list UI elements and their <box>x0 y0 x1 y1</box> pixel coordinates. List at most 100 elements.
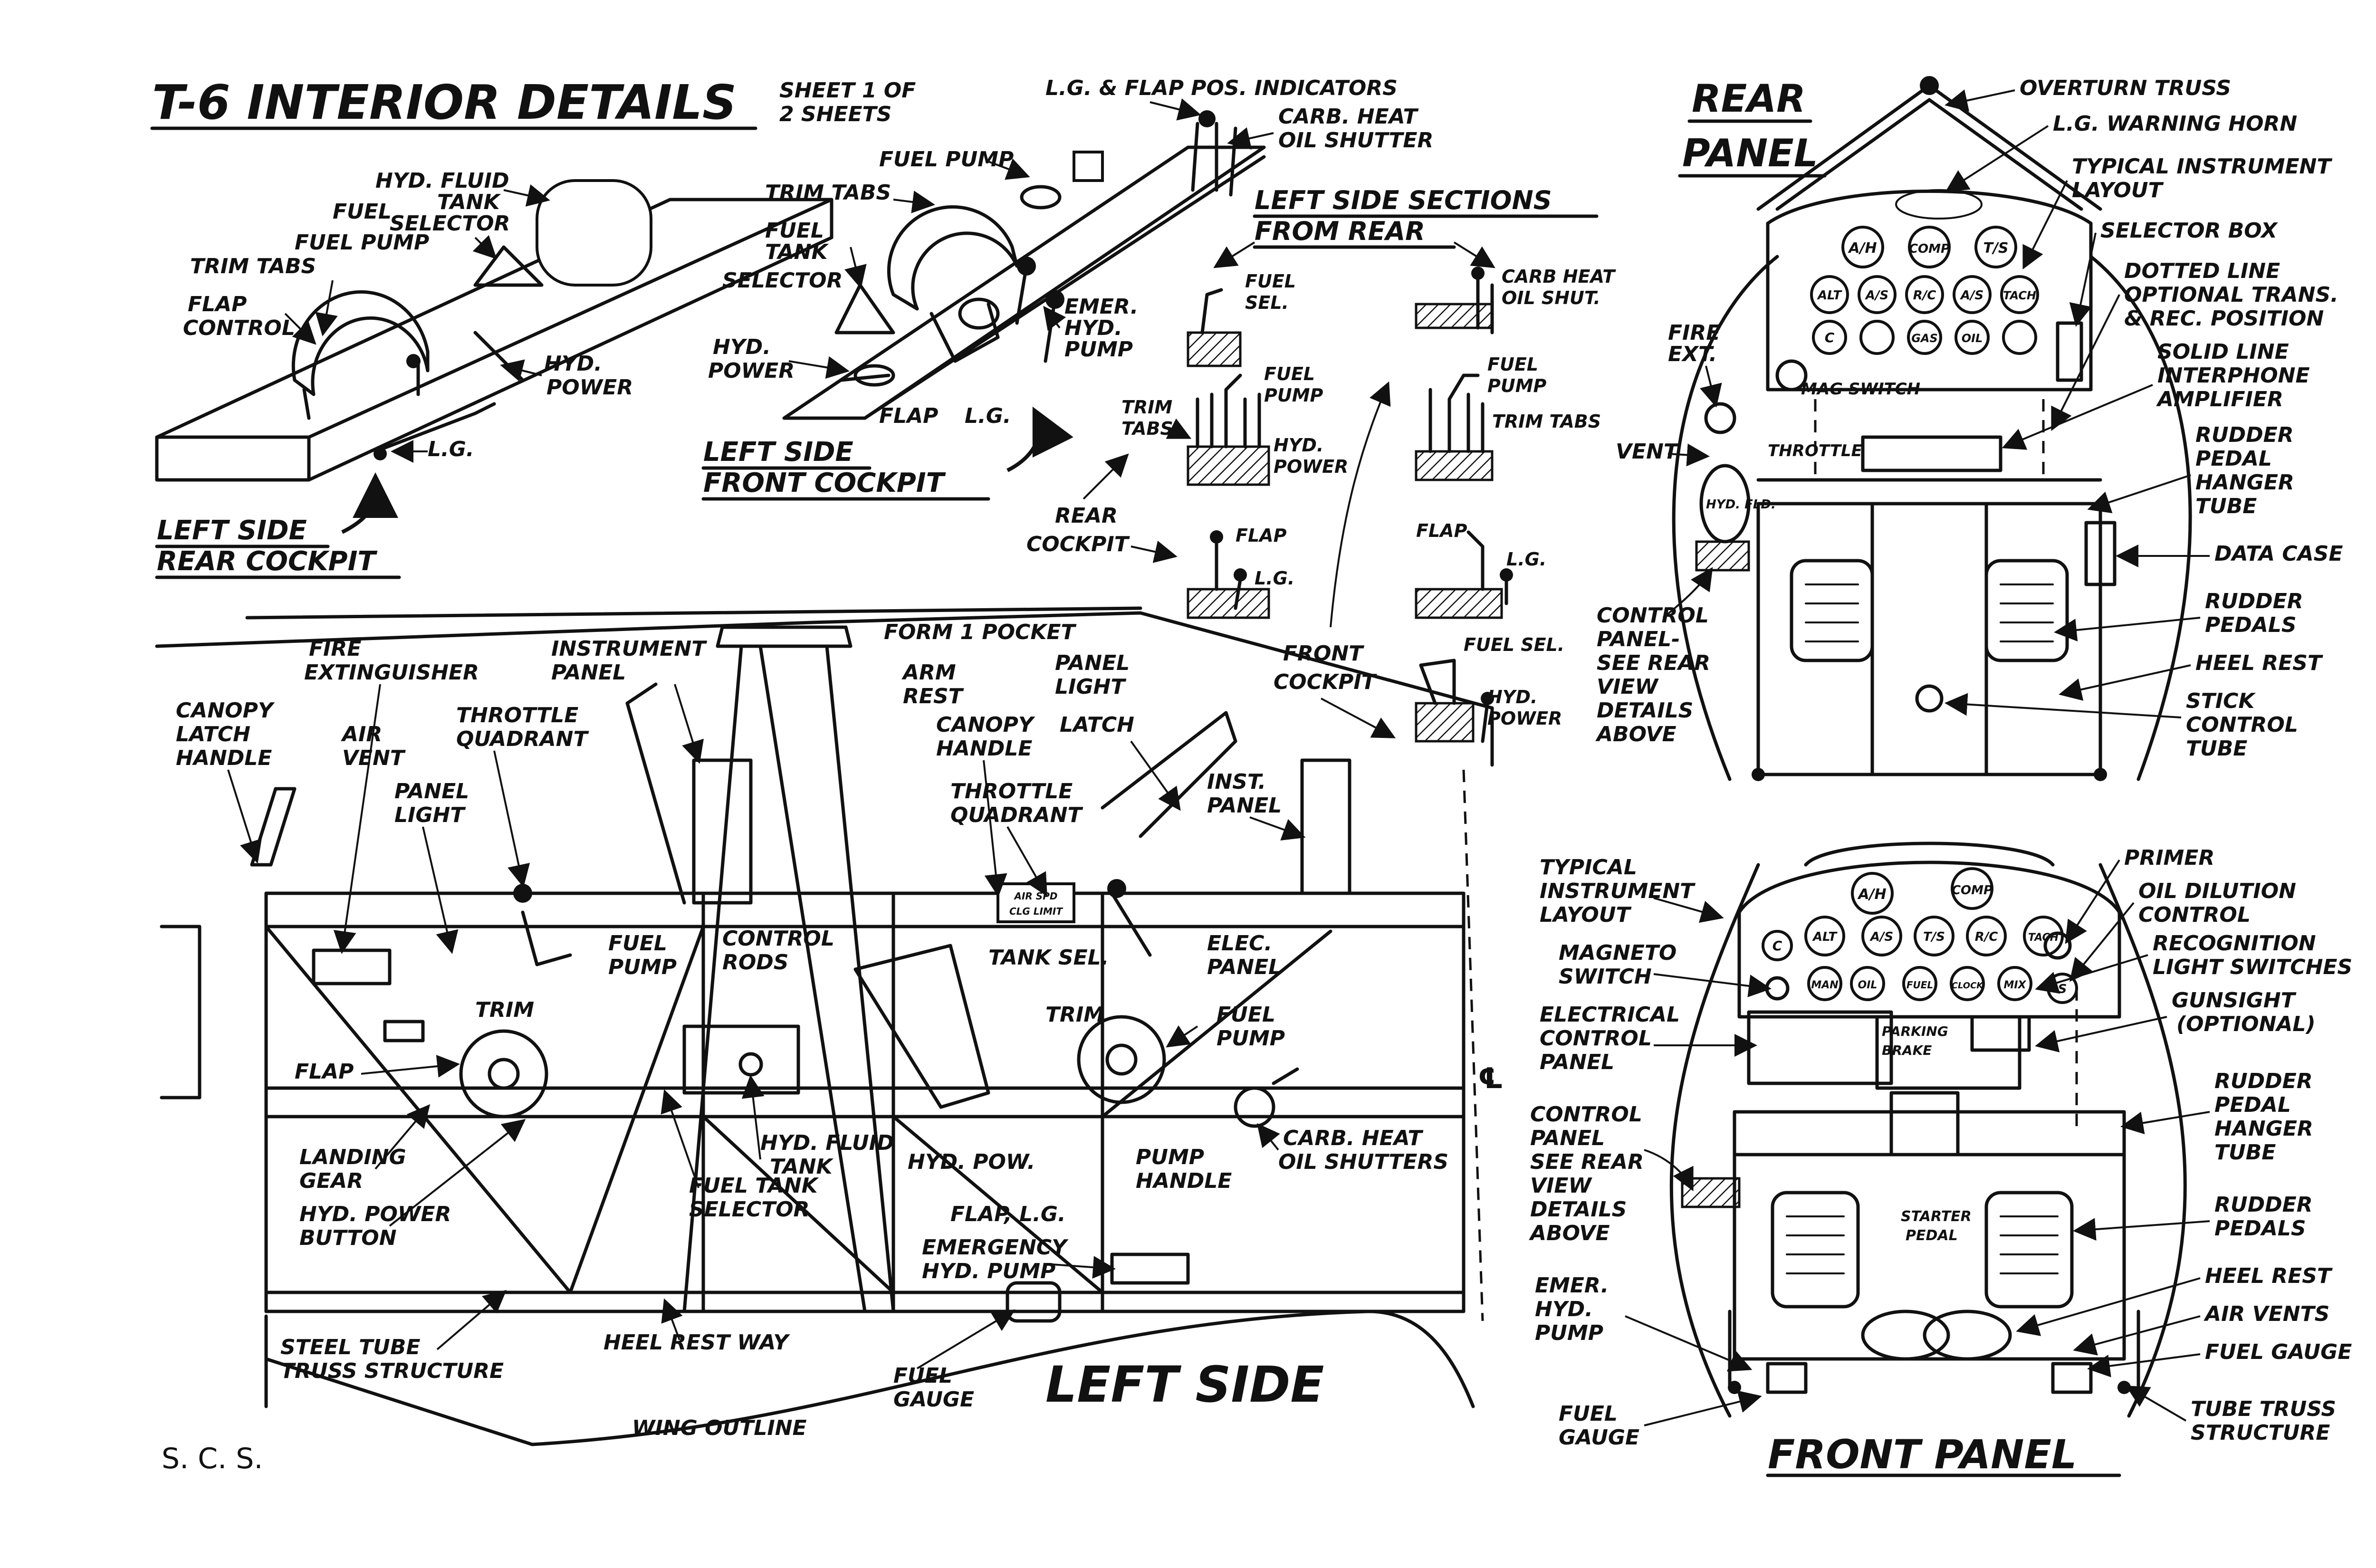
section-front-label: L.G. <box>1506 549 1546 570</box>
front-cockpit-label: PUMP <box>1064 337 1133 362</box>
front-cockpit-caption-line2: COCKPIT <box>1274 670 1377 694</box>
front-cockpit-label: TRIM TABS <box>765 181 891 205</box>
left-side-label: TRUSS STRUCTURE <box>280 1359 504 1383</box>
front-cockpit-label: OIL SHUTTER <box>1278 128 1433 153</box>
front-panel-right-label: TUBE TRUSS <box>2191 1397 2336 1421</box>
left-side-drawing: AIR SPD CLG LIMIT ℄ <box>155 606 1504 1446</box>
left-side-label: AIR <box>341 722 382 746</box>
left-side-label: OIL SHUTTERS <box>1278 1150 1448 1174</box>
left-side-label: CANOPY <box>176 698 275 723</box>
rear-panel-left-label: VENT <box>1616 440 1679 464</box>
rear-panel-heading-line2: PANEL <box>1682 131 1818 175</box>
rear-gauge-label: A/S <box>1865 288 1888 303</box>
front-cockpit-label: CARB. HEAT <box>1278 105 1419 129</box>
front-panel-right-label: GUNSIGHT <box>2172 988 2297 1013</box>
left-side-label: CARB. HEAT <box>1283 1126 1424 1150</box>
front-gauge-label: COMP <box>1952 883 1993 898</box>
rear-cockpit-label: FLAP <box>188 292 247 316</box>
front-panel-left-label: ELECTRICAL <box>1540 1003 1680 1027</box>
rear-panel-left-label: CONTROL <box>1597 603 1709 628</box>
left-side-label: FUEL TANK <box>689 1174 819 1198</box>
front-cockpit-labels: L.G. & FLAP POS. INDICATORS CARB. HEAT O… <box>701 76 1433 501</box>
rear-panel-right-label: RUDDER <box>2195 423 2294 447</box>
left-side-label: INST. <box>1207 770 1266 794</box>
rear-panel-right-label: LAYOUT <box>2072 178 2164 202</box>
front-panel-right-label: LIGHT SWITCHES <box>2153 955 2352 979</box>
left-side-label: TANK SEL. <box>988 946 1109 970</box>
section-rear-label: FUEL <box>1245 271 1296 292</box>
front-panel-right-label: AIR VENTS <box>2204 1302 2329 1326</box>
front-gauge-label: A/H <box>1857 886 1886 903</box>
front-panel-left-label: PUMP <box>1535 1321 1603 1345</box>
left-side-label: FORM 1 POCKET <box>884 620 1076 644</box>
rear-panel-right-label: RUDDER <box>2205 589 2303 613</box>
left-side-labels: FIRE EXTINGUISHER INSTRUMENT PANEL FORM … <box>162 620 1448 1475</box>
section-rear-label: SEL. <box>1245 292 1289 313</box>
front-gauge-label: MIX <box>2003 979 2026 991</box>
front-panel-left-label: CONTROL <box>1530 1102 1642 1127</box>
sections-heading-line1: LEFT SIDE SECTIONS <box>1255 185 1552 215</box>
rear-panel-right-label: & REC. POSITION <box>2124 306 2324 331</box>
front-panel-left-label: TYPICAL <box>1540 855 1637 880</box>
rear-gauge-label: OIL <box>1962 332 1983 345</box>
front-panel-right-label: STRUCTURE <box>2191 1421 2330 1445</box>
left-side-label: VENT <box>342 746 406 770</box>
rear-panel-right-label: CONTROL <box>2186 713 2298 737</box>
front-panel-right-label: RUDDER <box>2214 1069 2313 1093</box>
front-cockpit-label: HYD. <box>713 335 771 359</box>
front-panel-left-label: PANEL <box>1530 1126 1605 1150</box>
front-panel-gauges: A/H COMP C ALT A/S T/S R/C TACH MAN OIL … <box>1762 867 2078 1004</box>
rear-gauge-label: GAS <box>1911 332 1938 345</box>
front-panel-right-label: CONTROL <box>2138 903 2251 927</box>
front-cockpit-iso-drawing <box>782 110 1266 420</box>
section-front-label: HYD. <box>1487 687 1537 708</box>
rear-panel-inner-label: HYD. FLD. <box>1706 497 1776 512</box>
left-side-label: WING OUTLINE <box>632 1416 807 1440</box>
front-panel-left-label: ABOVE <box>1529 1221 1610 1245</box>
left-side-label: PANEL <box>551 660 626 685</box>
left-side-label: HYD. POW. <box>908 1150 1035 1174</box>
rear-cockpit-label: CONTROL <box>183 316 295 340</box>
left-side-label: EXTINGUISHER <box>304 660 479 685</box>
rear-panel-right-label: DATA CASE <box>2214 542 2343 566</box>
front-gauge-label: FUEL <box>1907 979 1933 991</box>
front-panel-right-label: (OPTIONAL) <box>2176 1012 2316 1036</box>
front-panel-inner-label: STARTER <box>1901 1208 1972 1225</box>
front-cockpit-label: L.G. <box>965 404 1011 428</box>
left-side-label: FUEL <box>1217 1003 1275 1027</box>
front-panel-right-label: OIL DILUTION <box>2138 879 2296 903</box>
left-side-label: HYD. FLUID <box>760 1131 894 1155</box>
section-rear-label: FUEL <box>1264 363 1315 384</box>
left-side-label: FLAP <box>295 1060 354 1084</box>
left-side-label: HEEL REST WAY <box>604 1330 790 1355</box>
section-front-label: OIL SHUT. <box>1502 287 1600 308</box>
section-rear-label: PUMP <box>1264 385 1323 406</box>
rear-panel-right-label: L.G. WARNING HORN <box>2053 112 2297 136</box>
rear-panel-right-label: OPTIONAL TRANS. <box>2124 283 2338 307</box>
rear-cockpit-labels: HYD. FLUID TANK FUEL SELECTOR FUEL PUMP … <box>155 169 633 579</box>
left-side-label: RODS <box>722 950 789 975</box>
front-cockpit-heading-line2: FRONT COCKPIT <box>703 468 946 498</box>
rear-cockpit-label: FUEL <box>333 200 392 224</box>
rear-panel-right-label: STICK <box>2186 689 2256 713</box>
rear-panel-right-label: SOLID LINE <box>2157 340 2289 364</box>
front-panel-right-label: TUBE <box>2214 1140 2276 1165</box>
left-side-label: BUTTON <box>299 1226 397 1250</box>
front-cockpit-label: FLAP <box>879 404 938 428</box>
rear-cockpit-label: POWER <box>546 375 633 400</box>
front-cockpit-label: FUEL <box>765 219 824 243</box>
rear-panel-right-label: HANGER <box>2195 470 2294 495</box>
section-front-label: PUMP <box>1487 375 1547 396</box>
rear-gauge-label: A/S <box>1960 288 1983 303</box>
rear-panel-right-label: DOTTED LINE <box>2124 259 2280 283</box>
front-panel-left-label: PANEL <box>1540 1050 1614 1074</box>
front-panel-left-label: SWITCH <box>1559 965 1652 989</box>
left-side-label: PANEL <box>394 779 469 803</box>
front-panel-inner-label: PARKING <box>1882 1023 1948 1039</box>
rear-panel-left-label: DETAILS <box>1597 698 1693 723</box>
left-side-label: SELECTOR <box>689 1197 809 1222</box>
section-front-label: CARB HEAT <box>1502 266 1616 287</box>
front-panel-inner-label: BRAKE <box>1882 1042 1932 1058</box>
rear-panel-right-label: TUBE <box>2186 736 2247 761</box>
